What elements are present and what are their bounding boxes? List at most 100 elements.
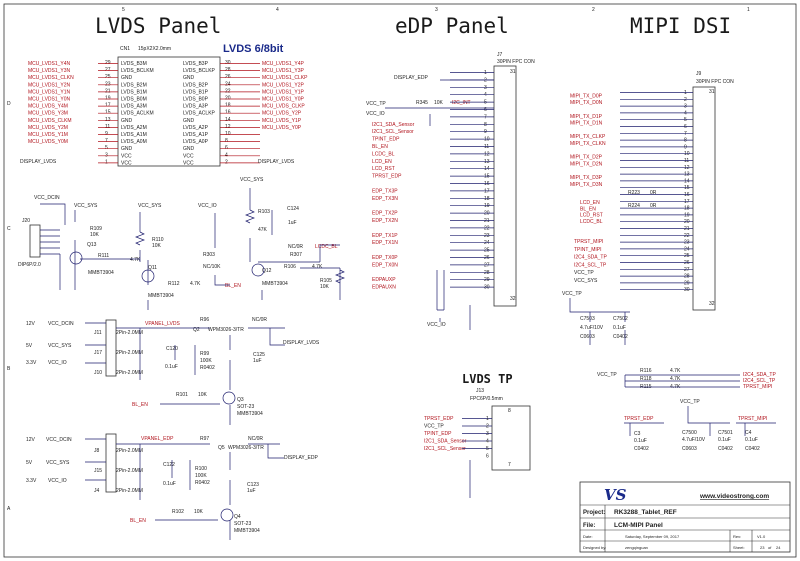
frame-row-b: B xyxy=(7,366,11,372)
j9-net-label: MIPI_TX_D3N xyxy=(570,182,603,188)
j9-pin-number: 23 xyxy=(684,240,690,246)
j13-pin-8: 8 xyxy=(508,408,511,414)
j13-pin-number: 5 xyxy=(486,446,489,452)
j9-ctrl2-net: VCC_SYS xyxy=(574,278,598,284)
tp-caps-block: TPRST_EDP VCC_TP TPRST_MIPI C3 0.1uF C04… xyxy=(624,399,776,452)
c7500-ref: C7500 xyxy=(682,430,697,436)
edp-pwr-5v: 5V xyxy=(26,460,33,466)
r96-ref: R96 xyxy=(200,317,209,323)
j9-value: 30PIN FPC CON xyxy=(696,79,734,85)
j13-net-label: I2C1_SDA_Sensor xyxy=(424,439,467,445)
j7-display-edp: DISPLAY_EDP xyxy=(394,75,428,81)
q2-value: WPM3026-3/TR xyxy=(208,327,244,333)
j10-ref: J10 xyxy=(94,370,102,376)
j4-value: 2Pin-2.0MM xyxy=(116,488,143,494)
tp-mipi-net-tprst: TPRST_MIPI xyxy=(743,384,772,390)
r106-value: 4.7K xyxy=(312,264,323,270)
lvds-pwr-5v: 5V xyxy=(26,343,33,349)
cn1-left-pin-label: LVDS_A0M xyxy=(121,139,147,145)
c120-ref: C120 xyxy=(166,346,178,352)
frame-col-4: 4 xyxy=(276,7,279,13)
edp-pwr-33v: 3.3V xyxy=(26,478,37,484)
cn1-left-pin-label: VCC xyxy=(121,153,132,159)
q3-part: MMBT3904 xyxy=(237,411,263,417)
j9-pin-number: 29 xyxy=(684,280,690,286)
edp-jumpers xyxy=(105,433,117,493)
cn1-left-pin-label: LVDS_B3M xyxy=(121,61,147,67)
c125-value: 1uF xyxy=(253,358,262,364)
j9-pin-number: 3 xyxy=(684,104,687,110)
r106-ref: R106 xyxy=(284,264,296,270)
q12-value: MMBT3904 xyxy=(262,281,288,287)
j7-net-label: EDP_TX1P xyxy=(372,233,398,239)
j17-value: 2Pin-2.0MM xyxy=(116,350,143,356)
tp-mipi-vcc-tp: VCC_TP xyxy=(597,372,617,378)
vs-logo: VS xyxy=(604,486,627,504)
j7-pin-number: 3 xyxy=(484,85,487,91)
r99-package: R0402 xyxy=(200,365,215,371)
cn1-right-pin-number: 14 xyxy=(225,117,231,123)
r110-ref: R110 xyxy=(152,237,164,243)
cn1-left-pin-label: LVDS_A2M xyxy=(121,125,147,131)
j9-net-label: MIPI_TX_CLKP xyxy=(570,134,606,140)
j9-pin-number: 19 xyxy=(684,212,690,218)
j7-pin-number: 5 xyxy=(484,100,487,106)
j9-ctrl-net: LCD_RST xyxy=(580,213,603,219)
q4-ref: Q4 xyxy=(234,514,241,520)
cn1-right-pin-label: LVDS_B0P xyxy=(183,97,209,103)
edp-pwr-vcc-sys: VCC_SYS xyxy=(46,460,70,466)
cn1-left-pin-number: 9 xyxy=(105,131,108,137)
lvds-pwr-bl-en: BL_EN xyxy=(132,402,148,408)
c4-value: 0.1uF xyxy=(745,437,758,443)
q4-part: MMBT3904 xyxy=(234,528,260,534)
frame-col-5: 5 xyxy=(122,7,125,13)
cn1-right-net: MCU_LVDS1_Y3P xyxy=(262,68,305,74)
lvds-pwr-vcc-sys: VCC_SYS xyxy=(48,343,72,349)
j15-ref: J15 xyxy=(94,468,102,474)
ctrl-vcc-dcin: VCC_DCIN xyxy=(34,195,60,201)
cn1-left-pin-number: 23 xyxy=(105,81,111,87)
page-border xyxy=(3,3,797,558)
cn1-connector: CN1 15pX2X2.0mm LVDS_B3M29LVDS_BCLKM27GN… xyxy=(20,46,308,167)
j7-pin-number: 14 xyxy=(484,166,490,172)
c7501-ref: C7501 xyxy=(718,430,733,436)
r100-ref: R100 xyxy=(195,466,207,472)
j11-ref: J11 xyxy=(94,330,102,336)
r224-value: 0R xyxy=(650,203,657,209)
c7501-package: C0402 xyxy=(718,446,733,452)
r345-ref: R345 xyxy=(416,100,428,106)
title-lvds-tp: LVDS TP xyxy=(462,372,513,386)
edp-pwr-bl-en: BL_EN xyxy=(130,518,146,524)
cn1-left-net: MCU_LVDS_Y4M xyxy=(28,104,68,110)
edp-pwr-vcc-dcin: VCC_DCIN xyxy=(46,437,72,443)
j9-pin-number: 17 xyxy=(684,199,690,205)
lvds-pwr-33v: 3.3V xyxy=(26,360,37,366)
cn1-left-pin-number: 1 xyxy=(105,159,108,165)
j7-net-label: TPRST_EDP xyxy=(372,174,402,180)
r101-value: 10K xyxy=(198,392,208,398)
lvds-jumpers xyxy=(105,319,117,377)
c4-ref: C4 xyxy=(745,430,752,436)
edp-pwr-display: DISPLAY_EDP xyxy=(284,455,318,461)
j7-net-label: EDP_TX3P xyxy=(372,188,398,194)
cn1-display-net-right: DISPLAY_LVDS xyxy=(258,159,295,165)
tp-caps-vcc-tp: VCC_TP xyxy=(680,399,700,405)
j9-net-label: MIPI_TX_D0P xyxy=(570,93,603,99)
frame-col-3: 3 xyxy=(435,7,438,13)
title-edp-panel: eDP Panel xyxy=(395,14,509,38)
j9-net-label: MIPI_TX_D2N xyxy=(570,161,603,167)
j7-pin-number: 23 xyxy=(484,233,490,239)
caps-vcc-tp: VCC_TP xyxy=(562,291,582,297)
cn1-left-net: MCU_LVDS1_Y3N xyxy=(28,68,71,74)
c7503-ref: C7503 xyxy=(580,316,595,322)
j9-net-label: MIPI_TX_CLKN xyxy=(570,141,606,147)
c123-ref: C123 xyxy=(247,482,259,488)
j13-pin-number: 6 xyxy=(486,454,489,460)
j9-pin-number: 6 xyxy=(684,124,687,130)
cn1-left-pin-number: 27 xyxy=(105,67,111,73)
j15-value: 2Pin-2.0MM xyxy=(116,468,143,474)
tp-mipi-net-scl: I2C4_SCL_TP xyxy=(743,378,776,384)
cn1-right-net: MCU_LVDS_CLKP xyxy=(262,104,305,110)
j7-net-label: EDP_TX1N xyxy=(372,240,398,246)
r224-ref: R224 xyxy=(628,203,640,209)
